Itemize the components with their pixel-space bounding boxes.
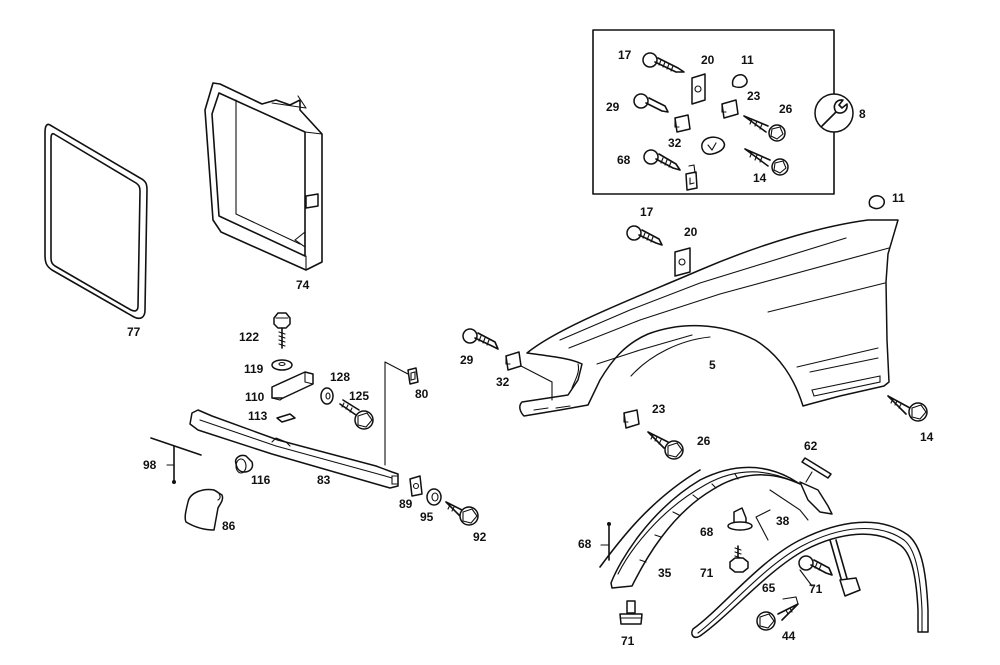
part-label: 68 bbox=[700, 525, 714, 539]
part-label: 11 bbox=[741, 53, 754, 67]
part-label: 8 bbox=[859, 107, 866, 121]
part-26-screw[interactable]: 26 bbox=[647, 431, 711, 460]
part-label: 38 bbox=[776, 514, 790, 528]
part-68-screw-kit[interactable]: 68 bbox=[617, 149, 681, 171]
part-label: 110 bbox=[245, 390, 265, 404]
part-label: 116 bbox=[251, 473, 271, 487]
part-label: 11 bbox=[892, 191, 905, 205]
part-label: 65 bbox=[762, 581, 776, 595]
part-29-screw[interactable]: 29 bbox=[460, 328, 499, 367]
part-label: 122 bbox=[239, 330, 259, 344]
part-label: 29 bbox=[460, 353, 474, 367]
part-label: 89 bbox=[399, 497, 413, 511]
part-clip-kit-center bbox=[701, 136, 726, 155]
part-80-support-rail[interactable]: 83 bbox=[189, 409, 399, 489]
part-23-clip-nut[interactable]: 23 bbox=[623, 402, 666, 429]
part-label: 74 bbox=[296, 278, 310, 292]
part-label: 5 bbox=[709, 358, 716, 372]
part-95-washer[interactable]: 95 bbox=[420, 488, 442, 524]
part-label: 32 bbox=[496, 375, 510, 389]
part-38-liner-bracket[interactable]: 38 bbox=[755, 489, 809, 541]
part-label: 20 bbox=[684, 225, 698, 239]
part-label: 86 bbox=[222, 519, 236, 533]
part-14-screw-kit[interactable]: 14 bbox=[744, 148, 789, 185]
part-label: 26 bbox=[779, 102, 793, 116]
part-65-expanding-nut[interactable]: 68 bbox=[700, 507, 753, 539]
part-label: 128 bbox=[330, 370, 350, 384]
part-label: 83 bbox=[317, 473, 331, 487]
part-label: 29 bbox=[606, 100, 620, 114]
part-label: 32 bbox=[668, 136, 682, 150]
part-20-clip-plate[interactable]: 20 bbox=[674, 225, 698, 277]
part-label: 125 bbox=[349, 389, 369, 403]
part-89-clip-nut[interactable]: 89 bbox=[399, 475, 423, 511]
part-41-screw[interactable]: 44 bbox=[756, 596, 799, 643]
part-17-screw-kit[interactable]: 17 bbox=[618, 48, 685, 73]
part-17-screw[interactable]: 17 bbox=[626, 205, 663, 246]
part-71-plug[interactable]: 74 71 bbox=[619, 600, 643, 648]
part-label: 71 bbox=[621, 634, 635, 648]
part-116-washer[interactable]: 119 bbox=[244, 359, 293, 376]
part-92-screw[interactable]: 92 bbox=[445, 501, 487, 544]
part-47-wheel-arch-liner-rear[interactable]: 65 bbox=[691, 521, 929, 639]
part-label: 14 bbox=[920, 430, 934, 444]
part-label: 68 bbox=[578, 537, 592, 551]
part-20-clip-plate-kit[interactable]: 20 bbox=[691, 53, 715, 105]
part-68b-screw[interactable]: 71 bbox=[798, 555, 833, 596]
part-label: 68 bbox=[617, 153, 631, 167]
wrench-glyph bbox=[821, 99, 848, 127]
part-113-clip-nut[interactable]: 113 bbox=[248, 409, 296, 423]
part-label: 92 bbox=[473, 530, 487, 544]
part-68-screw[interactable]: 71 bbox=[700, 545, 749, 580]
part-122-rubber-buffer[interactable]: 116 bbox=[234, 454, 271, 487]
part-23-clip-nut-kit[interactable]: 23 bbox=[721, 89, 761, 119]
part-8-fastener-kit[interactable]: 8 bbox=[814, 93, 866, 133]
part-86-cover-cap[interactable]: 86 bbox=[184, 488, 236, 534]
part-label: 14 bbox=[753, 171, 767, 185]
part-32-clip-nut-kit[interactable]: 32 bbox=[668, 114, 691, 150]
part-77-gasket-frame[interactable]: 77 bbox=[44, 123, 148, 339]
part-44-fastener-clip[interactable]: 62 bbox=[799, 439, 833, 515]
part-label: 119 bbox=[244, 362, 264, 376]
part-128-washer[interactable]: 128 bbox=[320, 370, 350, 405]
part-35-wheel-arch-liner-front[interactable]: 35 bbox=[610, 466, 801, 589]
part-5-front-fender[interactable]: 5 bbox=[519, 219, 899, 417]
part-83-clip-nut[interactable]: 80 bbox=[384, 361, 429, 466]
part-110-bracket[interactable]: 110 bbox=[245, 371, 314, 404]
part-11-cap-nut[interactable]: 11 bbox=[868, 191, 905, 210]
part-label: 35 bbox=[658, 566, 672, 580]
part-label: 71 bbox=[700, 566, 714, 580]
part-label: 98 bbox=[143, 458, 157, 472]
part-label: 20 bbox=[701, 53, 715, 67]
part-label: 26 bbox=[697, 434, 711, 448]
part-125-screw[interactable]: 125 bbox=[339, 389, 374, 430]
part-26-screw-kit[interactable]: 26 bbox=[743, 102, 793, 142]
part-label: 71 bbox=[809, 582, 823, 596]
part-label: 23 bbox=[747, 89, 761, 103]
part-119-screw[interactable]: 122 bbox=[239, 312, 291, 349]
part-bracket-strip bbox=[829, 539, 861, 597]
part-label: 44 bbox=[782, 629, 796, 643]
part-98-seal-strip[interactable]: 98 bbox=[143, 437, 202, 484]
part-label: 77 bbox=[127, 325, 141, 339]
part-label: 113 bbox=[248, 409, 268, 423]
part-32-clip-nut[interactable]: 32 bbox=[496, 351, 553, 401]
part-label: 17 bbox=[640, 205, 654, 219]
part-11-cap-nut-kit[interactable]: 11 bbox=[731, 53, 754, 89]
part-14-screw[interactable]: 14 bbox=[887, 395, 934, 444]
part-label: 62 bbox=[804, 439, 818, 453]
part-label: 23 bbox=[652, 402, 666, 416]
part-label: 95 bbox=[420, 510, 434, 524]
part-label: 17 bbox=[618, 48, 632, 62]
part-l-clip-kit bbox=[685, 164, 698, 191]
part-29-screw-kit[interactable]: 29 bbox=[606, 93, 669, 114]
part-62-seal-strip[interactable]: 68 bbox=[578, 469, 701, 568]
part-74-housing-frame[interactable]: 74 bbox=[204, 82, 323, 292]
part-label: 80 bbox=[415, 387, 429, 401]
